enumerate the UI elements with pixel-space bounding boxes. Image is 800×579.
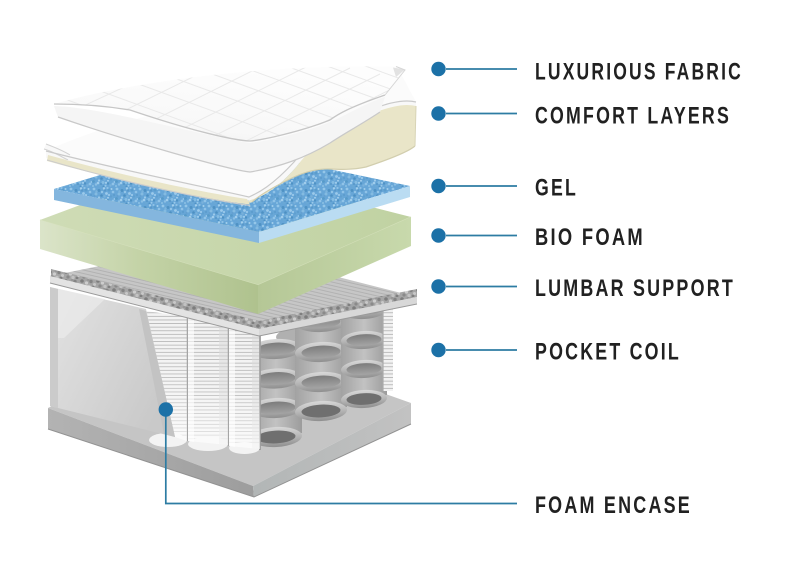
svg-text:POCKET COIL: POCKET COIL: [535, 339, 681, 366]
svg-text:FOAM ENCASE: FOAM ENCASE: [535, 492, 692, 519]
svg-text:COMFORT LAYERS: COMFORT LAYERS: [535, 103, 731, 130]
svg-text:BIO FOAM: BIO FOAM: [535, 224, 645, 251]
svg-text:GEL: GEL: [535, 175, 578, 202]
svg-text:LUXURIOUS FABRIC: LUXURIOUS FABRIC: [535, 59, 743, 86]
svg-text:LUMBAR SUPPORT: LUMBAR SUPPORT: [535, 275, 735, 302]
